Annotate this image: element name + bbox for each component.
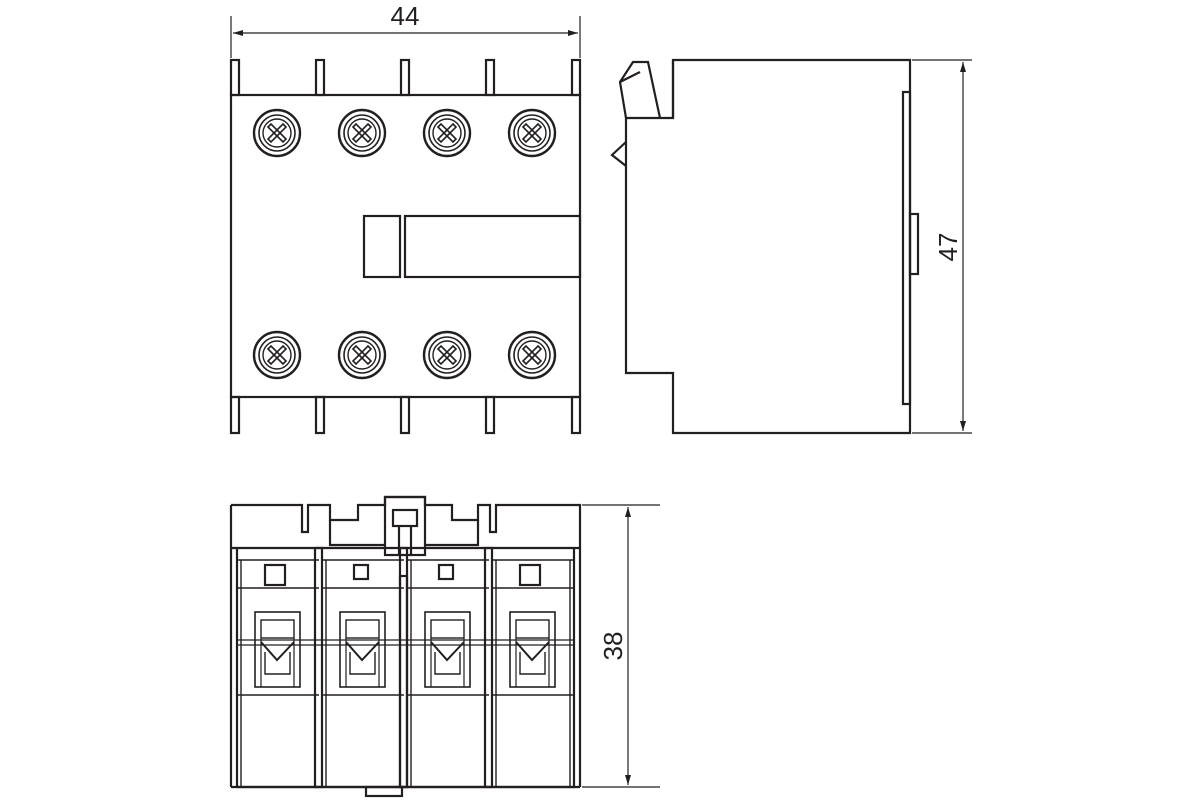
front-bottom-pins — [229, 395, 582, 435]
screw-icon — [252, 330, 302, 380]
dimension-depth-label: 38 — [598, 632, 628, 661]
dimension-width — [230, 16, 581, 58]
side-front-hook — [610, 141, 627, 167]
bottom-base-tab — [364, 785, 404, 798]
dimension-depth — [582, 504, 660, 788]
screw-icon — [252, 108, 302, 158]
side-rear-notch — [908, 212, 920, 276]
dimension-height — [912, 59, 972, 434]
terminal-screws — [252, 108, 557, 380]
bottom-poles — [237, 546, 574, 789]
pole-contact — [237, 559, 319, 787]
screw-icon — [507, 108, 557, 158]
pole-contact — [483, 546, 574, 789]
dimension-height-label: 47 — [933, 233, 963, 262]
front-view — [229, 58, 582, 435]
dimension-width-label: 44 — [391, 1, 420, 31]
side-latch-lever — [618, 60, 662, 119]
screw-icon — [337, 108, 387, 158]
bottom-top-band — [231, 495, 582, 548]
pole-contact — [313, 546, 404, 789]
screw-icon — [422, 108, 472, 158]
bottom-latch-block — [328, 495, 480, 557]
front-indicator-window — [362, 214, 402, 279]
side-body-outline — [624, 58, 912, 435]
screw-icon — [337, 330, 387, 380]
side-view — [610, 58, 920, 435]
bottom-view — [229, 495, 582, 798]
front-slider-slot — [403, 214, 582, 279]
screw-icon — [507, 330, 557, 380]
screw-icon — [422, 330, 472, 380]
center-partition — [398, 574, 409, 789]
pole-contact — [398, 546, 489, 789]
front-top-pins — [229, 58, 582, 97]
bottom-body-outline — [235, 548, 576, 789]
